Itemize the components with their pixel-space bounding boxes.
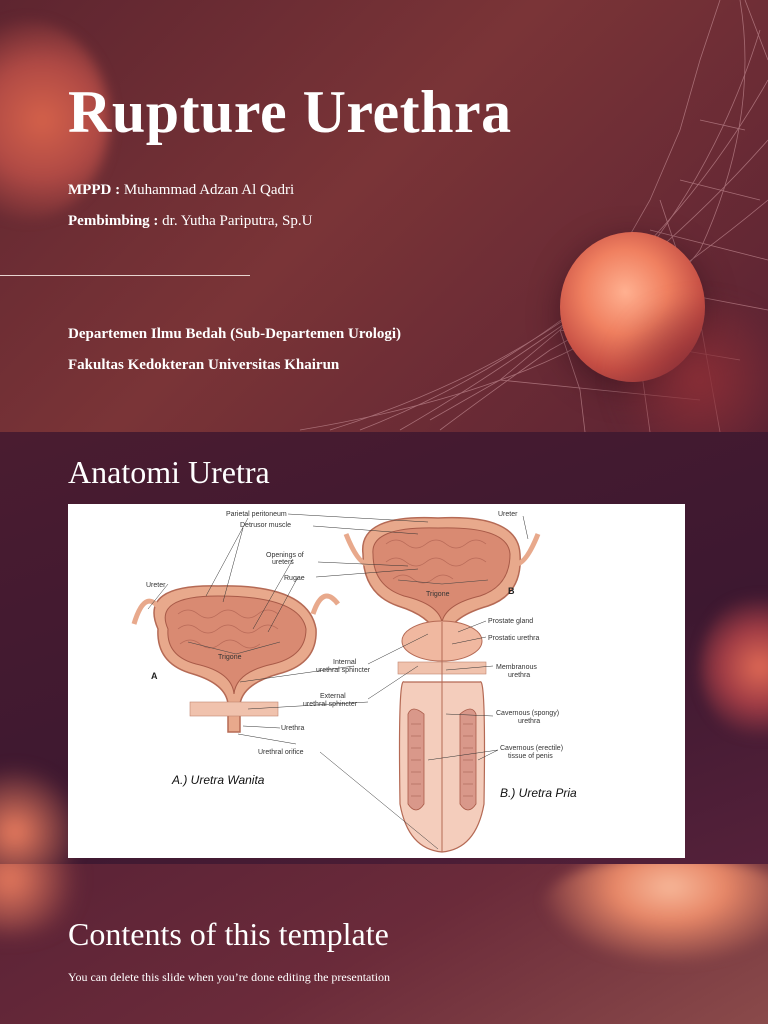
slide-title: Rupture Urethra xyxy=(68,79,512,145)
label-detrusor-muscle: Detrusor muscle xyxy=(240,522,291,529)
supervisor-line: Pembimbing : dr. Yutha Pariputra, Sp.U xyxy=(68,213,312,230)
label-external-sphincter-line2: urethral sphincter xyxy=(303,701,358,708)
label-cavernous-erectile-line2: tissue of penis xyxy=(508,753,553,760)
panel-letter-a: A xyxy=(151,671,158,681)
label-rugae: Rugae xyxy=(284,575,305,582)
department-text: Departemen Ilmu Bedah (Sub-Departemen Ur… xyxy=(68,326,402,342)
label-parietal-peritoneum: Parietal peritoneum xyxy=(226,511,287,518)
slide-title: Anatomi Uretra xyxy=(68,454,270,490)
label-prostatic-urethra: Prostatic urethra xyxy=(488,635,539,642)
label-openings-of-ureters-line1: Openings of xyxy=(266,552,304,559)
label-internal-sphincter-line2: urethral sphincter xyxy=(316,667,371,674)
label-ureter-right: Ureter xyxy=(498,511,518,518)
panel-letter-b: B xyxy=(508,586,515,596)
label-openings-of-ureters-line2: ureters xyxy=(272,559,294,566)
presenter-line: MPPD : Muhammad Adzan Al Qadri xyxy=(68,182,294,199)
label-cavernous-spongy-line2: urethra xyxy=(518,718,540,725)
label-prostate-gland: Prostate gland xyxy=(488,618,533,625)
female-bladder-illustration xyxy=(131,585,340,733)
male-bladder-illustration xyxy=(343,516,541,853)
contents-slide xyxy=(0,864,768,1024)
mppd-label: MPPD : xyxy=(68,182,121,198)
caption-female-urethra: A.) Uretra Wanita xyxy=(172,773,265,787)
pembimbing-value: dr. Yutha Pariputra, Sp.U xyxy=(162,213,313,229)
label-cavernous-spongy-line1: Cavernous (spongy) xyxy=(496,710,559,717)
label-urethral-orifice: Urethral orifice xyxy=(258,749,304,756)
horizontal-divider xyxy=(0,275,250,276)
urethra-anatomy-figure: Parietal peritoneum Detrusor muscle Open… xyxy=(68,504,685,858)
leader-lines xyxy=(147,513,529,850)
label-trigone-left: Trigone xyxy=(218,654,242,661)
label-internal-sphincter-line1: Internal xyxy=(333,659,357,666)
mppd-value: Muhammad Adzan Al Qadri xyxy=(123,182,295,198)
label-ureter-left: Ureter xyxy=(146,582,166,589)
anatomy-illustration: Parietal peritoneum Detrusor muscle Open… xyxy=(131,511,563,853)
label-urethra: Urethra xyxy=(281,725,304,732)
label-membranous-urethra-line2: urethra xyxy=(508,672,530,679)
label-external-sphincter-line1: External xyxy=(320,693,346,700)
label-cavernous-erectile-line1: Cavernous (erectile) xyxy=(500,745,563,752)
pembimbing-label: Pembimbing : xyxy=(68,213,159,229)
caption-male-urethra: B.) Uretra Pria xyxy=(500,786,577,800)
title-slide: Rupture Urethra MPPD : Muhammad Adzan Al… xyxy=(0,0,768,432)
decorative-blur-orb xyxy=(700,592,768,742)
decorative-blur-orb xyxy=(540,864,768,964)
faculty-text: Fakultas Kedokteran Universitas Khairun xyxy=(68,357,340,373)
label-membranous-urethra-line1: Membranous xyxy=(496,664,537,671)
slide-subtitle: You can delete this slide when you’re do… xyxy=(68,970,391,984)
slide-title: Contents of this template xyxy=(68,916,389,952)
label-trigone-right: Trigone xyxy=(426,591,450,598)
